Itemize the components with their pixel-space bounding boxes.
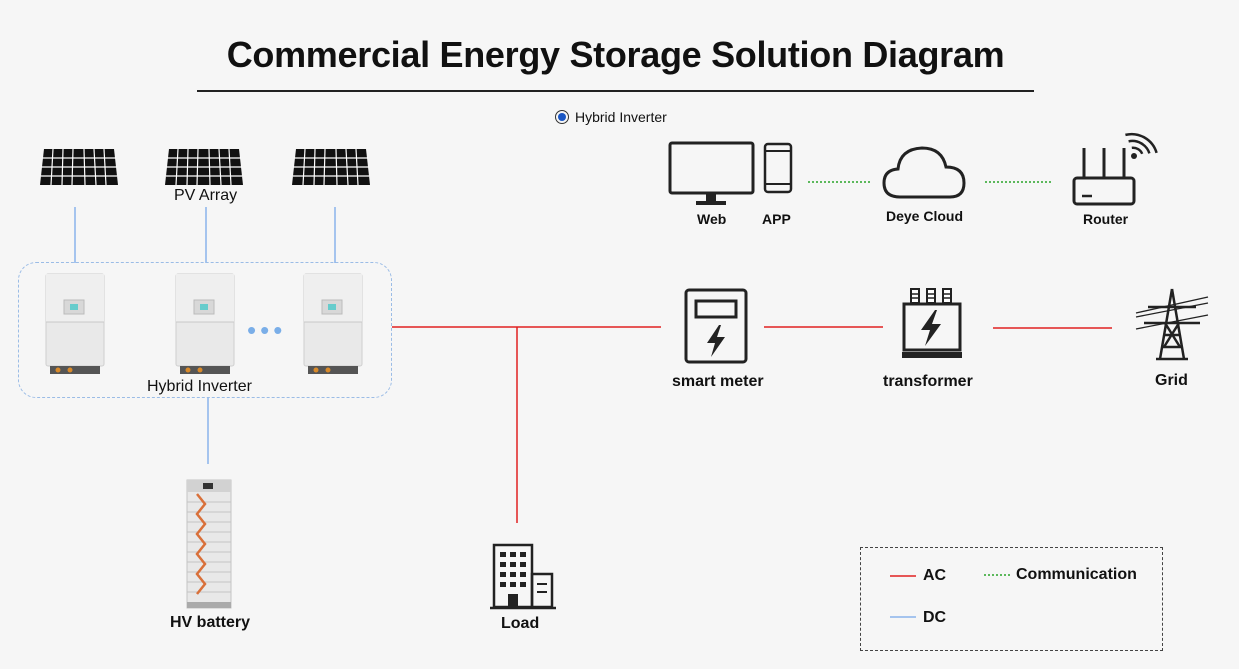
web-label: Web [697,211,727,227]
grid-label: Grid [1155,372,1188,389]
more-units-ellipsis: ••• [247,315,287,345]
transformer-icon [902,288,962,358]
app-label: APP [762,211,791,227]
hybrid-inverter-radio[interactable]: Hybrid Inverter [555,109,667,125]
router-icon [1072,132,1158,206]
smart-meter-label: smart meter [672,373,764,390]
pv-array-label: PV Array [174,187,238,204]
hybrid-inverter-label: Hybrid Inverter [147,378,252,395]
legend-box [860,547,1163,651]
solar-panel-icon [292,148,370,186]
inverter-group [18,262,392,398]
radio-label: Hybrid Inverter [575,109,667,125]
legend-ac-label: AC [923,567,947,584]
legend-swatches [890,574,1010,618]
legend-dc-label: DC [923,609,947,626]
solar-panel-icon [40,148,118,186]
building-icon [490,543,556,610]
legend-communication-label: Communication [1016,566,1137,583]
smartphone-icon [763,142,793,194]
hybrid-inverter-unit [45,273,105,374]
hybrid-inverter-unit [303,273,363,374]
radio-selected-icon[interactable] [555,110,569,124]
page-title: Commercial Energy Storage Solution Diagr… [226,34,1005,75]
smart-meter-icon [684,288,748,364]
power-tower-icon [1135,288,1209,361]
hv-battery-label: HV battery [170,614,251,631]
title-underline [197,90,1034,92]
load-label: Load [501,615,540,632]
transformer-label: transformer [883,373,973,390]
monitor-icon [668,141,755,205]
solar-panel-icon [165,148,243,186]
cloud-icon [882,146,966,199]
router-label: Router [1083,211,1129,227]
hybrid-inverter-unit [175,273,235,374]
hv-battery-rack-icon [186,479,232,609]
deye-cloud-label: Deye Cloud [886,208,964,224]
